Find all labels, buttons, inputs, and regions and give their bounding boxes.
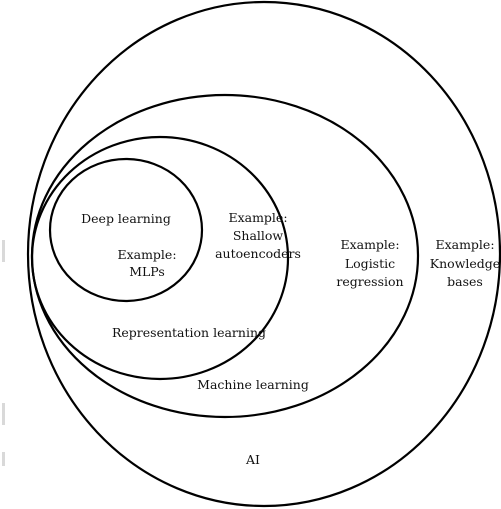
scan-mark — [2, 403, 5, 425]
deep-learning-circle — [48, 157, 204, 303]
representation-learning-label: Representation learning — [112, 325, 266, 340]
deep-learning-example-value: MLPs — [129, 264, 165, 279]
machine-learning-label: Machine learning — [197, 377, 309, 392]
representation-learning-example-value-line2: autoencoders — [215, 246, 301, 261]
scan-mark — [2, 452, 5, 466]
representation-learning-ellipse — [30, 135, 290, 381]
representation-learning-example-value-line1: Shallow — [233, 228, 284, 243]
ai-circle — [26, 0, 501, 508]
machine-learning-example-heading: Example: — [340, 237, 399, 252]
ai-example-value-line2: bases — [447, 274, 483, 289]
deep-learning-label: Deep learning — [81, 211, 171, 226]
ai-example-heading: Example: — [435, 237, 494, 252]
ai-example-value-line1: Knowledge — [430, 256, 500, 271]
ai-label: AI — [245, 452, 260, 467]
scan-mark — [2, 240, 5, 262]
machine-learning-example-value-line2: regression — [336, 274, 403, 289]
deep-learning-example-heading: Example: — [117, 247, 176, 262]
representation-learning-example-heading: Example: — [228, 210, 287, 225]
machine-learning-example-value-line1: Logistic — [345, 256, 395, 271]
